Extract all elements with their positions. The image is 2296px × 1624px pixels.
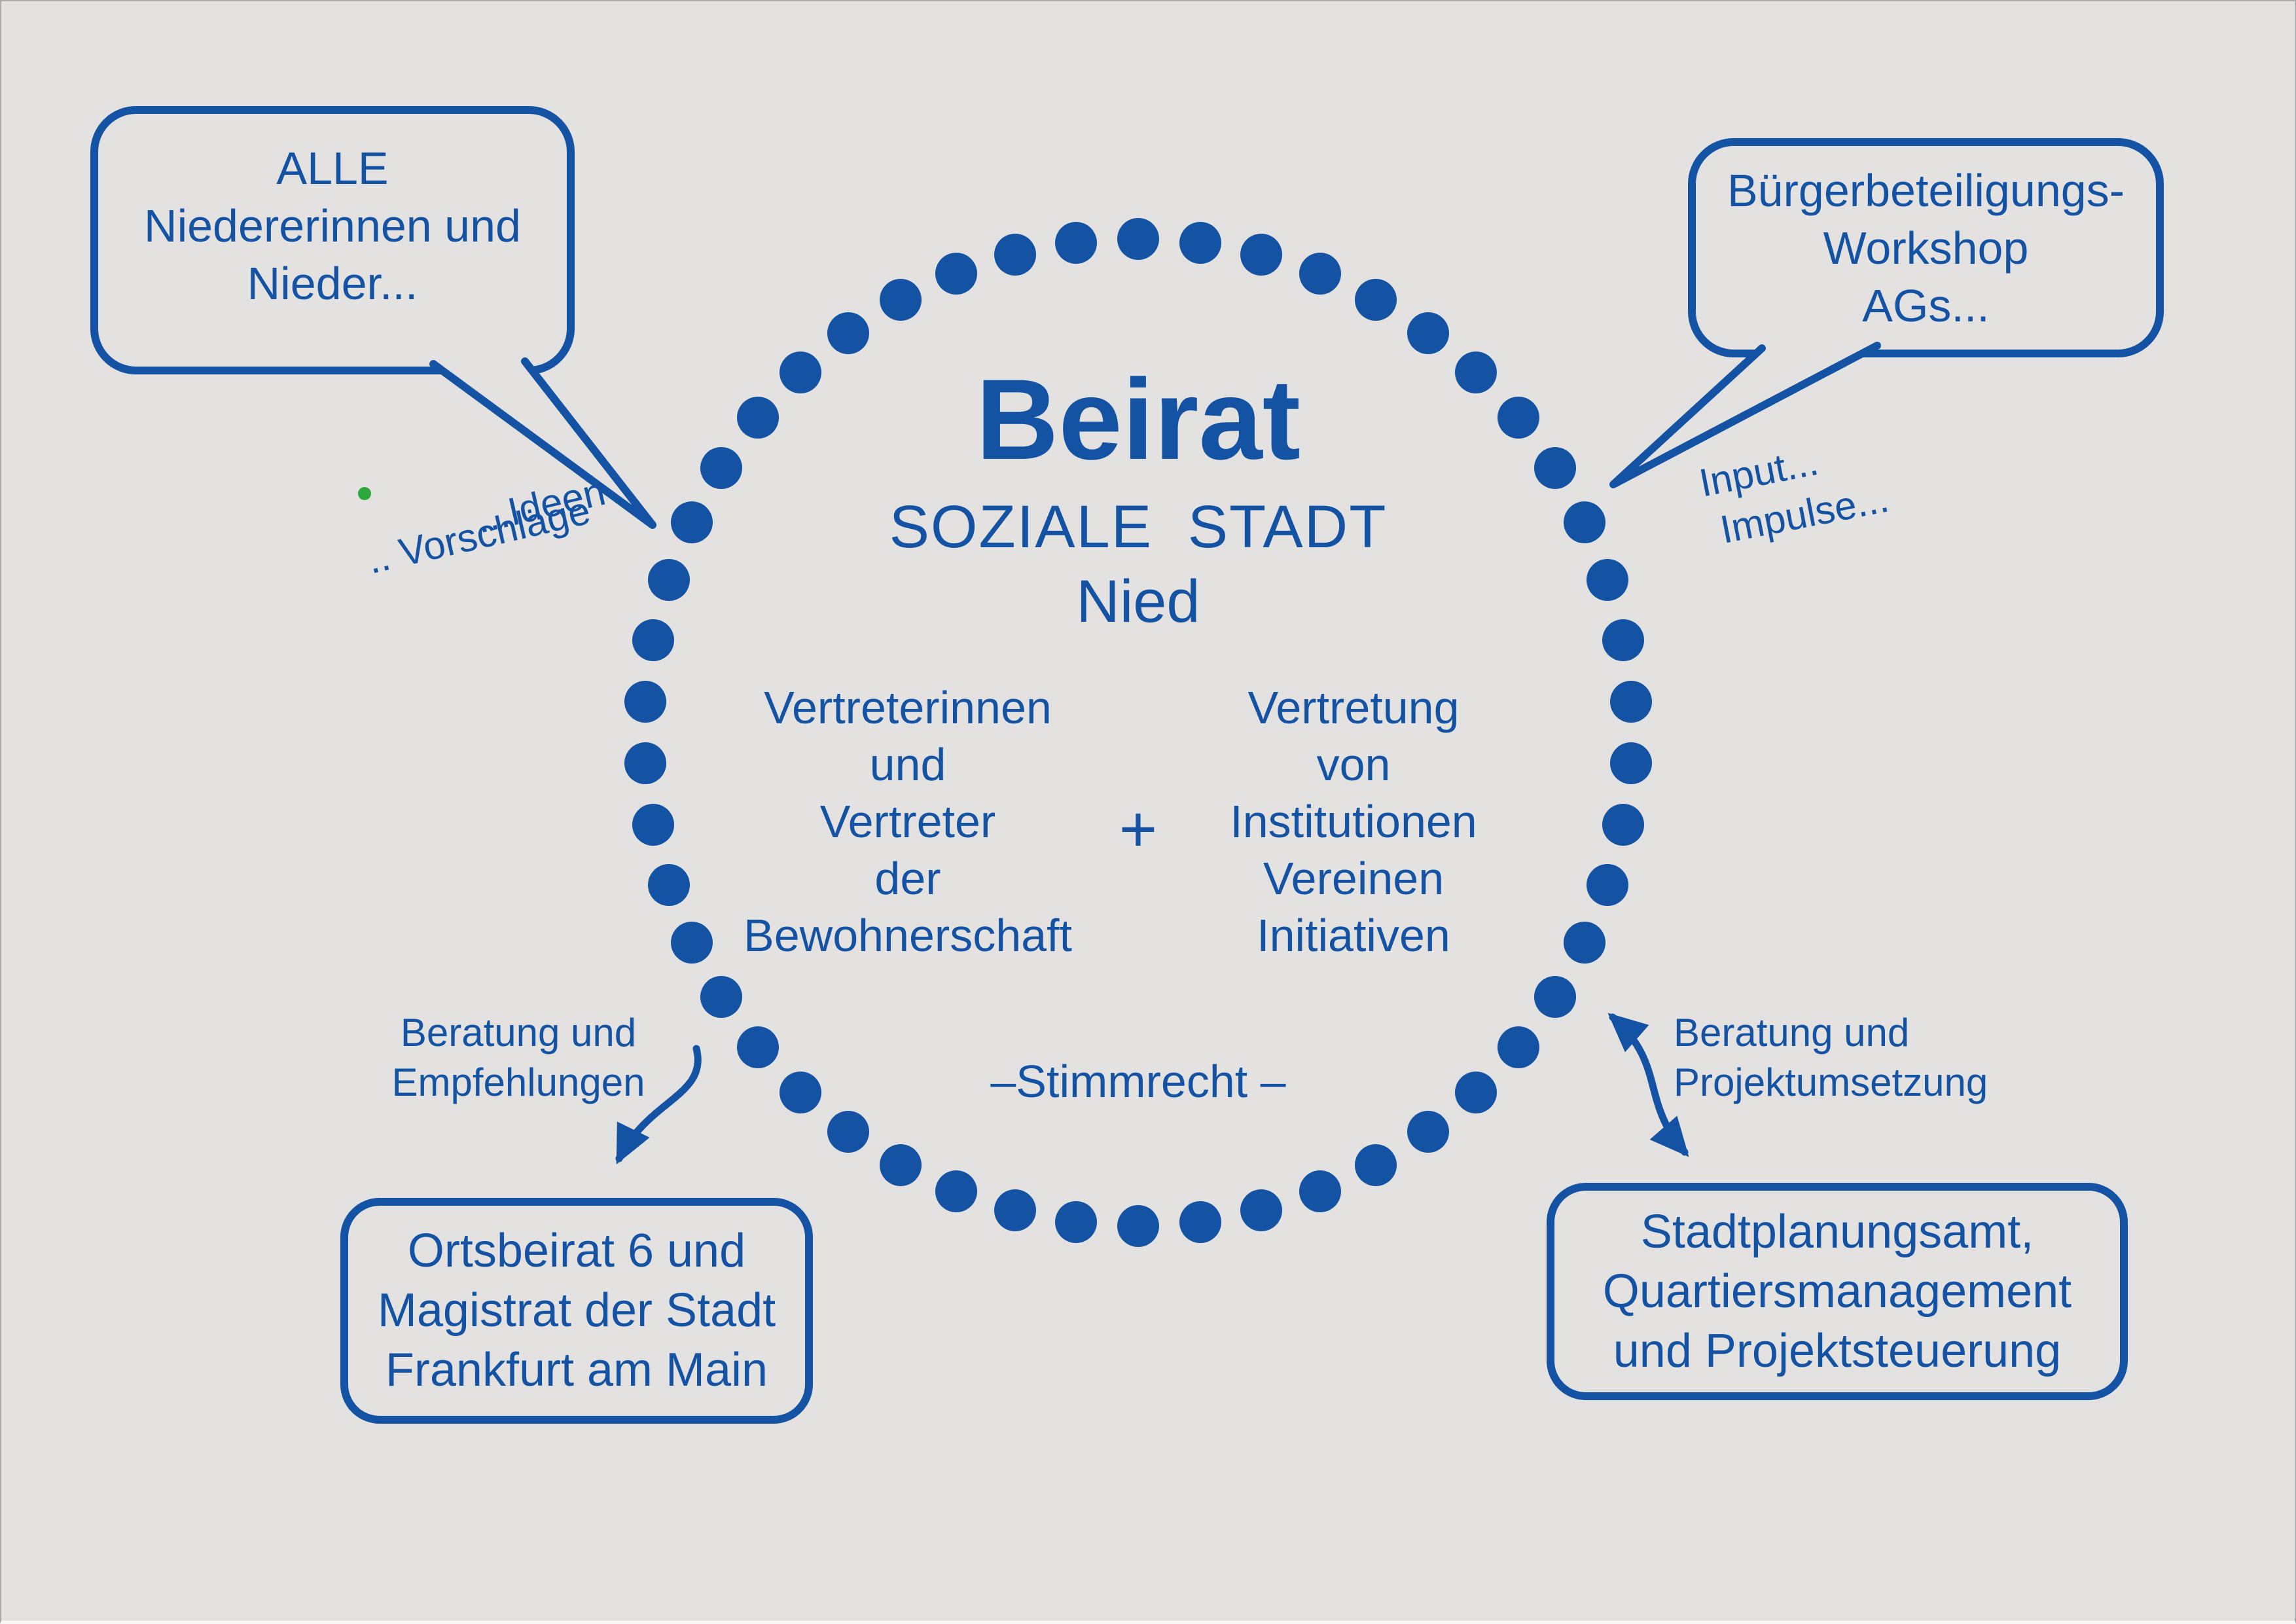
label-beratung-projektumsetzung: Beratung und Projektumsetzung [1674,1008,2171,1108]
ring-dot [700,446,743,489]
ring-dot [1179,1201,1221,1244]
ring-dot [1587,863,1629,906]
ring-dot [737,1026,780,1068]
ring-dot [1534,446,1576,489]
ring-dot [1564,922,1606,964]
ring-dot [1240,1189,1282,1232]
ring-dot [1117,1205,1159,1247]
ring-dot [935,1170,978,1213]
ring-dot [1055,221,1098,264]
ring-dot [1355,279,1397,321]
circle-location: Nied [1076,568,1200,635]
left-group-line: und [869,739,946,790]
right-group-line: Institutionen [1230,796,1477,847]
ring-dot [1534,976,1576,1018]
circle-title: Beirat [975,356,1301,484]
box-line: und Projektsteuerung [1613,1324,2062,1377]
ring-dot [1299,1170,1341,1213]
ring-dot [1355,1144,1397,1186]
ring-dot [1602,804,1644,846]
ring-dot [1497,1026,1539,1068]
ring-dot [647,559,690,601]
residents-representatives-group: Vertreterinnen und Vertreter der Bewohne… [613,679,1202,964]
advice-left-line: Empfehlungen [391,1060,645,1104]
bubble-line: Nieder... [247,257,418,309]
institutions-representation-group: Vertretung von Institutionen Vereinen In… [1059,679,1648,964]
bubble-line: AGs... [1862,280,1990,331]
ring-dot [1179,221,1221,264]
ring-dot [624,742,667,785]
ring-dot [779,1071,821,1113]
ring-dot [827,312,869,354]
advice-left-line: Beratung und [400,1011,637,1055]
box-line: Stadtplanungsamt, [1640,1205,2034,1258]
right-group-line: Vereinen [1263,853,1444,904]
ring-dot [647,863,690,906]
bubble-citizen-participation: Bürgerbeteiligungs- Workshop AGs... [1688,138,2164,357]
bubble-line: Workshop [1823,222,2029,274]
ring-dot [737,397,780,439]
ring-dot [1587,559,1629,601]
ring-dot [1564,501,1606,543]
voting-rights-note: –Stimmrecht – [990,1056,1286,1107]
bubble-all-residents: ALLE Niedererinnen und Nieder... [90,106,575,374]
bubble-line: ALLE [276,142,389,194]
ring-dot [1497,397,1539,439]
ring-dot [1602,619,1644,661]
ring-dot [670,501,713,543]
box-ortsbeirat-magistrat: Ortsbeirat 6 und Magistrat der Stadt Fra… [340,1198,813,1424]
ring-dot [1117,218,1159,260]
ring-dot [1609,680,1652,723]
ring-dot [935,252,978,295]
ring-dot [879,279,922,321]
green-dot [358,487,371,500]
advice-right-line: Projektumsetzung [1674,1060,1988,1104]
ring-dot [1240,233,1282,276]
left-group-line: Vertreterinnen [764,682,1052,733]
box-line: Quartiersmanagement [1602,1265,2072,1318]
box-line: Frankfurt am Main [385,1344,768,1396]
box-stadtplanungsamt: Stadtplanungsamt, Quartiersmanagement un… [1547,1183,2128,1400]
left-group-line: Bewohnerschaft [744,910,1072,961]
right-group-line: Initiativen [1257,910,1450,961]
circle-subtitle: SOZIALE STADT [889,494,1388,560]
ring-dot [1299,252,1341,295]
right-group-line: Vertretung [1247,682,1460,733]
ring-dot [879,1144,922,1186]
ring-dot [624,680,667,723]
ring-dot [632,804,675,846]
ring-dot [1407,312,1450,354]
ring-dot [700,976,743,1018]
label-beratung-empfehlungen: Beratung und Empfehlungen [342,1008,695,1108]
left-group-line: Vertreter [819,796,996,847]
bubble-line: Bürgerbeteiligungs- [1727,164,2125,216]
ring-dot [1609,742,1652,785]
ring-dot [670,922,713,964]
box-line: Magistrat der Stadt [377,1284,776,1337]
ring-dot [994,233,1037,276]
ring-dot [632,619,675,661]
ring-dot [1055,1201,1098,1244]
plus-sign: + [1119,793,1158,866]
ring-dot [1455,352,1498,394]
bubble-line: Niedererinnen und [144,200,521,251]
right-group-line: von [1316,739,1391,790]
advice-right-line: Beratung und [1674,1011,1910,1055]
ring-dot [994,1189,1037,1232]
ring-dot [1407,1110,1450,1153]
ring-dot [1455,1071,1498,1113]
box-line: Ortsbeirat 6 und [407,1225,746,1277]
ring-dot [779,352,821,394]
left-group-line: der [874,853,941,904]
ring-dot [827,1110,869,1153]
